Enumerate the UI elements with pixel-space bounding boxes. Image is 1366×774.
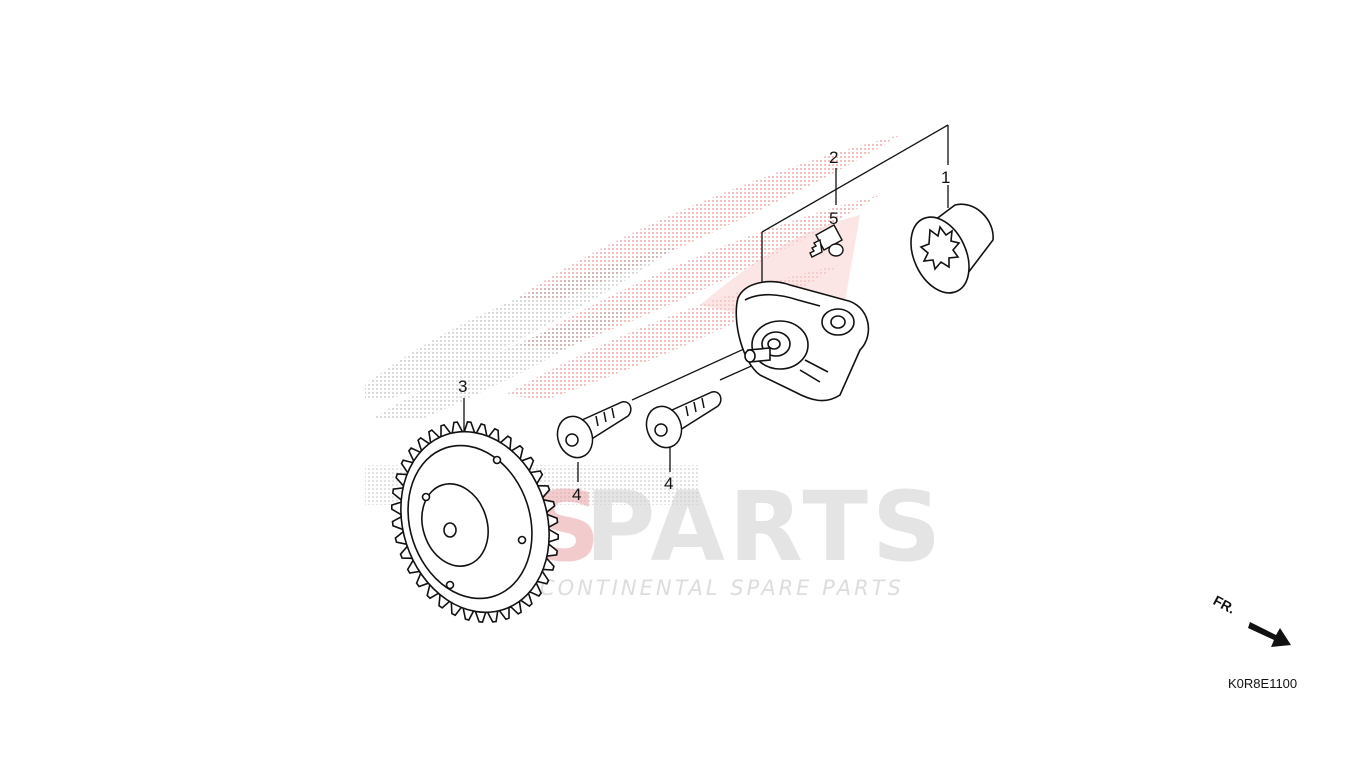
part-3-driven-gear <box>391 421 559 623</box>
callout-1: 1 <box>941 168 950 187</box>
callout-4-right: 4 <box>664 474 673 493</box>
watermark-tagline: CONTINENTAL SPARE PARTS <box>540 576 904 600</box>
callout-2: 2 <box>829 148 838 167</box>
callout-labels: 1 2 3 4 4 5 <box>458 148 950 504</box>
callout-3: 3 <box>458 377 467 396</box>
part-4-bolt-right <box>645 391 722 449</box>
part-2-pump-body <box>735 281 870 402</box>
callout-4-left: 4 <box>572 485 581 504</box>
watermark-text: CS PARTS CONTINENTAL SPARE PARTS <box>455 471 945 600</box>
front-arrow-icon <box>1248 622 1291 647</box>
drawing-code: K0R8E1100 <box>1228 676 1297 691</box>
watermark-brand-text: PARTS <box>585 471 945 583</box>
part-5-screw <box>809 224 844 258</box>
callout-5: 5 <box>829 209 838 228</box>
part-4-bolt-left <box>556 401 632 459</box>
front-direction-indicator: FR. <box>1211 592 1291 647</box>
part-1-pump-rotor <box>910 203 994 294</box>
front-direction-label: FR. <box>1211 592 1238 617</box>
